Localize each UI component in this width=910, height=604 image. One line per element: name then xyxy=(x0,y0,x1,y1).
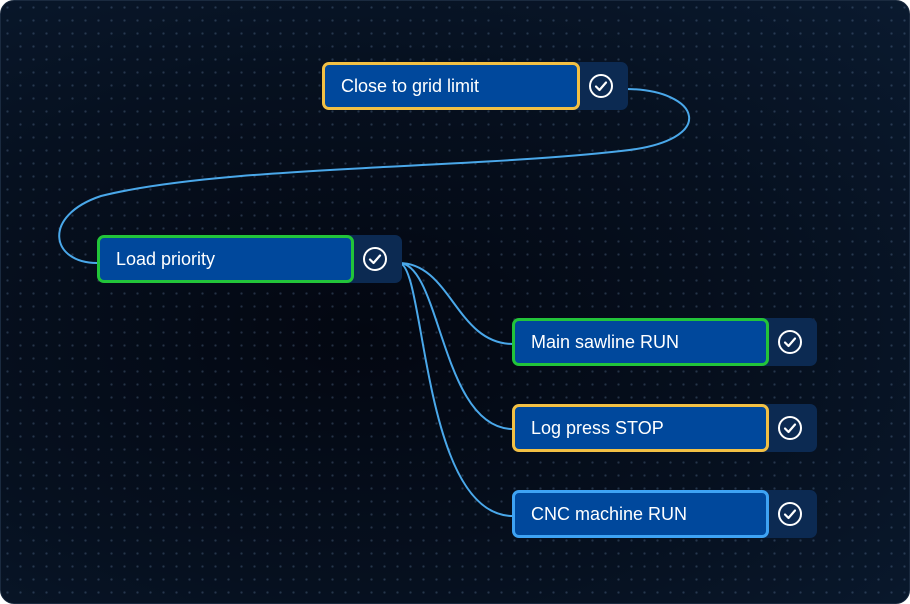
node-main-sawline-run[interactable]: Main sawline RUN xyxy=(512,318,817,366)
node-cnc-machine-run[interactable]: CNC machine RUN xyxy=(512,490,817,538)
node-label: Close to grid limit xyxy=(341,75,480,96)
node-box[interactable]: Log press STOP xyxy=(512,404,769,452)
node-box[interactable]: Load priority xyxy=(97,235,354,283)
node-label: Load priority xyxy=(116,248,216,269)
status-tab[interactable] xyxy=(763,318,817,366)
check-circle-icon xyxy=(778,416,802,440)
status-tab[interactable] xyxy=(348,235,402,283)
status-tab[interactable] xyxy=(763,404,817,452)
node-box[interactable]: Main sawline RUN xyxy=(512,318,769,366)
node-label: Main sawline RUN xyxy=(531,331,680,352)
node-box[interactable]: CNC machine RUN xyxy=(512,490,769,538)
node-close-to-grid-limit[interactable]: Close to grid limit xyxy=(322,62,628,110)
node-log-press-stop[interactable]: Log press STOP xyxy=(512,404,817,452)
edge-load-priority-to-log-press xyxy=(398,262,514,430)
status-tab[interactable] xyxy=(763,490,817,538)
node-load-priority[interactable]: Load priority xyxy=(97,235,402,283)
check-circle-icon xyxy=(589,74,613,98)
check-circle-icon xyxy=(363,247,387,271)
edge-load-priority-to-main-sawline xyxy=(398,262,514,345)
node-box[interactable]: Close to grid limit xyxy=(322,62,580,110)
node-label: Log press STOP xyxy=(531,417,664,438)
edge-grid-limit-to-load-priority xyxy=(58,88,690,264)
node-label: CNC machine RUN xyxy=(531,503,688,524)
check-circle-icon xyxy=(778,502,802,526)
status-tab[interactable] xyxy=(574,62,628,110)
edge-load-priority-to-cnc-machine xyxy=(398,262,514,517)
check-circle-icon xyxy=(778,330,802,354)
